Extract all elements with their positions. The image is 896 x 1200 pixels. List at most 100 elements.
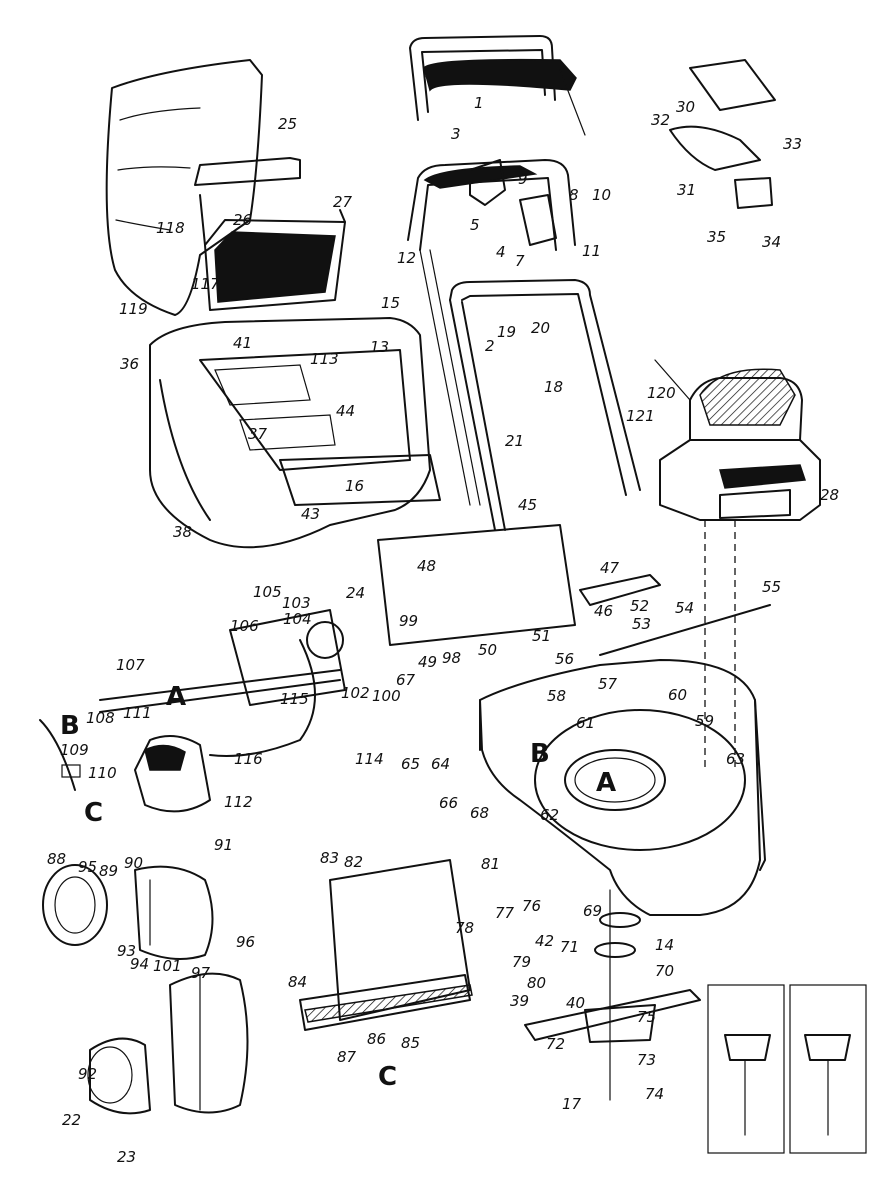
callout-22: 22 [62, 1111, 82, 1129]
callout-54: 54 [675, 599, 695, 617]
callout-61: 61 [576, 714, 596, 732]
callout-114: 114 [355, 750, 384, 768]
callout-47: 47 [600, 559, 620, 577]
callout-120: 120 [647, 384, 676, 402]
callout-87: 87 [337, 1048, 357, 1066]
callout-16: 16 [345, 477, 365, 495]
callout-56: 56 [555, 650, 575, 668]
callout-28: 28 [820, 486, 840, 504]
callout-23: 23 [117, 1148, 137, 1166]
callout-60: 60 [668, 686, 688, 704]
callout-17: 17 [562, 1095, 582, 1113]
callout-51: 51 [532, 627, 552, 645]
callout-52: 52 [630, 597, 650, 615]
callout-20: 20 [531, 319, 551, 337]
callout-31: 31 [677, 181, 697, 199]
callout-38: 38 [173, 523, 193, 541]
callout-2: 2 [485, 337, 495, 355]
callout-91: 91 [214, 836, 234, 854]
callout-36: 36 [120, 355, 140, 373]
callout-26: 26 [233, 211, 253, 229]
callout-1: 1 [474, 94, 484, 112]
callout-83a: 83 [320, 849, 340, 867]
letter-c-flap: C [378, 1062, 398, 1092]
callout-4: 4 [496, 243, 506, 261]
callout-66: 66 [439, 794, 459, 812]
callout-97a: 97 [191, 964, 211, 982]
callout-86: 86 [367, 1030, 387, 1048]
callout-74: 74 [645, 1085, 665, 1103]
callout-7: 7 [515, 252, 525, 270]
callout-49: 49 [418, 653, 438, 671]
callout-109: 109 [60, 741, 89, 759]
callout-69: 69 [583, 902, 603, 920]
callout-121: 121 [626, 407, 655, 425]
callout-96a: 96 [236, 933, 256, 951]
handle-lower [449, 279, 641, 531]
callout-15a: 15 [381, 294, 401, 312]
callout-75a: 75 [637, 1008, 657, 1026]
callout-62: 62 [540, 806, 560, 824]
letter-c-cable: C [84, 798, 104, 828]
callout-34: 34 [762, 233, 782, 251]
callout-21: 21 [505, 432, 525, 450]
blade-assembly [524, 889, 701, 1101]
callout-18: 18 [544, 378, 564, 396]
callout-104: 104 [283, 610, 312, 628]
callout-85: 85 [401, 1034, 421, 1052]
callout-118: 118 [156, 219, 185, 237]
callout-44: 44 [336, 402, 356, 420]
callout-57a: 57 [598, 675, 618, 693]
wheels [42, 864, 249, 1115]
control-inset [669, 59, 776, 209]
callout-11: 11 [582, 242, 602, 260]
callout-102: 102 [341, 684, 370, 702]
callout-119: 119 [119, 300, 148, 318]
callout-105: 105 [253, 583, 282, 601]
engine [654, 359, 821, 770]
callout-107: 107 [116, 656, 145, 674]
callout-63: 63 [726, 750, 746, 768]
callout-110: 110 [88, 764, 117, 782]
callout-73: 73 [637, 1051, 657, 1069]
letter-b-deck: B [530, 739, 550, 769]
callout-40: 40 [566, 994, 586, 1012]
callout-14: 14 [655, 936, 675, 954]
callout-115: 115 [280, 690, 309, 708]
callout-59: 59 [695, 712, 715, 730]
callout-13: 13 [370, 338, 390, 356]
callout-10: 10 [592, 186, 612, 204]
callout-35: 35 [707, 228, 727, 246]
callout-106: 106 [230, 617, 259, 635]
callout-82: 82 [344, 853, 364, 871]
handle-middle [407, 159, 576, 506]
callout-27: 27 [333, 193, 353, 211]
bag-frame [194, 157, 346, 311]
axles [99, 524, 771, 713]
callout-12: 12 [397, 249, 417, 267]
callout-33: 33 [783, 135, 803, 153]
callout-103a: 103 [282, 594, 311, 612]
callout-65: 65 [401, 755, 421, 773]
callout-37: 37 [248, 425, 268, 443]
callout-81: 81 [481, 855, 501, 873]
callout-32: 32 [651, 111, 671, 129]
callout-93a: 93 [117, 942, 137, 960]
callout-43: 43 [301, 505, 321, 523]
callout-100: 100 [372, 687, 401, 705]
callout-116: 116 [234, 750, 263, 768]
callout-19: 19 [497, 323, 517, 341]
callout-48: 48 [417, 557, 437, 575]
mower-deck [479, 659, 766, 916]
callout-41: 41 [233, 334, 253, 352]
rear-flap [299, 859, 473, 1031]
callout-71: 71 [560, 938, 580, 956]
callout-111: 111 [123, 704, 152, 722]
callout-8: 8 [569, 186, 579, 204]
callout-80: 80 [527, 974, 547, 992]
rear-housing [149, 317, 441, 549]
callout-58a: 58 [547, 687, 567, 705]
callout-67: 67 [396, 671, 416, 689]
